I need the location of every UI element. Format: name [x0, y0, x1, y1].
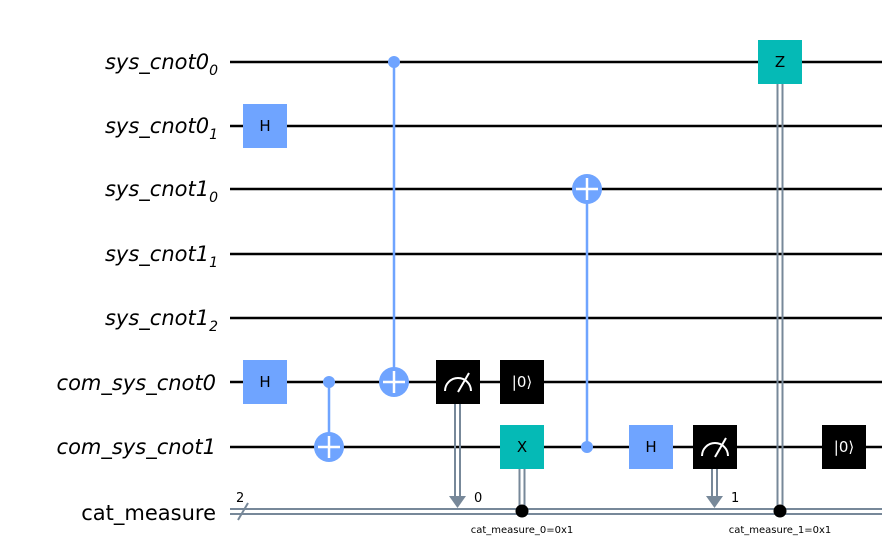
- wire-label-com-sys-cnot1: com_sys_cnot1: [57, 435, 216, 460]
- control-dot: [388, 56, 400, 68]
- classical-width-label: 2: [236, 491, 244, 506]
- svg-text:|0⟩: |0⟩: [834, 438, 854, 456]
- classical-wire: [230, 502, 882, 521]
- svg-text:Z: Z: [775, 53, 785, 71]
- svg-text:X: X: [517, 438, 527, 456]
- wire-label-cat-measure: cat_measure: [81, 501, 216, 526]
- wire-label-sys-cnot1-0: sys_cnot10: [105, 177, 218, 206]
- wire-labels: sys_cnot00 sys_cnot01 sys_cnot10 sys_cno…: [57, 50, 219, 526]
- conditional-x-gate: X: [500, 425, 544, 518]
- measure-gate: [436, 360, 480, 508]
- measure-bit-label: 1: [731, 491, 739, 506]
- control-dot: [581, 441, 593, 453]
- svg-text:H: H: [645, 438, 656, 456]
- meter-icon: [444, 377, 472, 392]
- h-gate: H: [243, 104, 287, 148]
- condition-dot: [773, 504, 787, 518]
- cnot-gate: [314, 376, 344, 462]
- meter-icon: [701, 442, 729, 457]
- h-gate: H: [629, 425, 673, 469]
- svg-text:H: H: [259, 373, 270, 391]
- svg-text:|0⟩: |0⟩: [512, 373, 532, 391]
- svg-text:H: H: [259, 117, 270, 135]
- cnot-gate: [379, 56, 409, 397]
- condition-label: cat_measure_0=0x1: [471, 525, 574, 536]
- wire-label-sys-cnot1-2: sys_cnot12: [105, 306, 218, 335]
- control-dot: [323, 376, 335, 388]
- wire-label-com-sys-cnot0: com_sys_cnot0: [57, 371, 216, 396]
- cnot-gate: [572, 174, 602, 453]
- reset-gate: |0⟩: [822, 425, 866, 469]
- reset-gate: |0⟩: [500, 360, 544, 404]
- condition-label: cat_measure_1=0x1: [729, 525, 832, 536]
- wire-label-sys-cnot1-1: sys_cnot11: [105, 242, 218, 271]
- measure-gate: [693, 425, 737, 508]
- wire-label-sys-cnot0-0: sys_cnot00: [105, 50, 218, 79]
- bus-slash: [237, 502, 249, 521]
- wire-label-sys-cnot0-1: sys_cnot01: [105, 114, 218, 143]
- condition-dot: [515, 504, 529, 518]
- measure-bit-label: 0: [474, 491, 482, 506]
- h-gate: H: [243, 360, 287, 404]
- conditional-z-gate: Z: [758, 40, 802, 518]
